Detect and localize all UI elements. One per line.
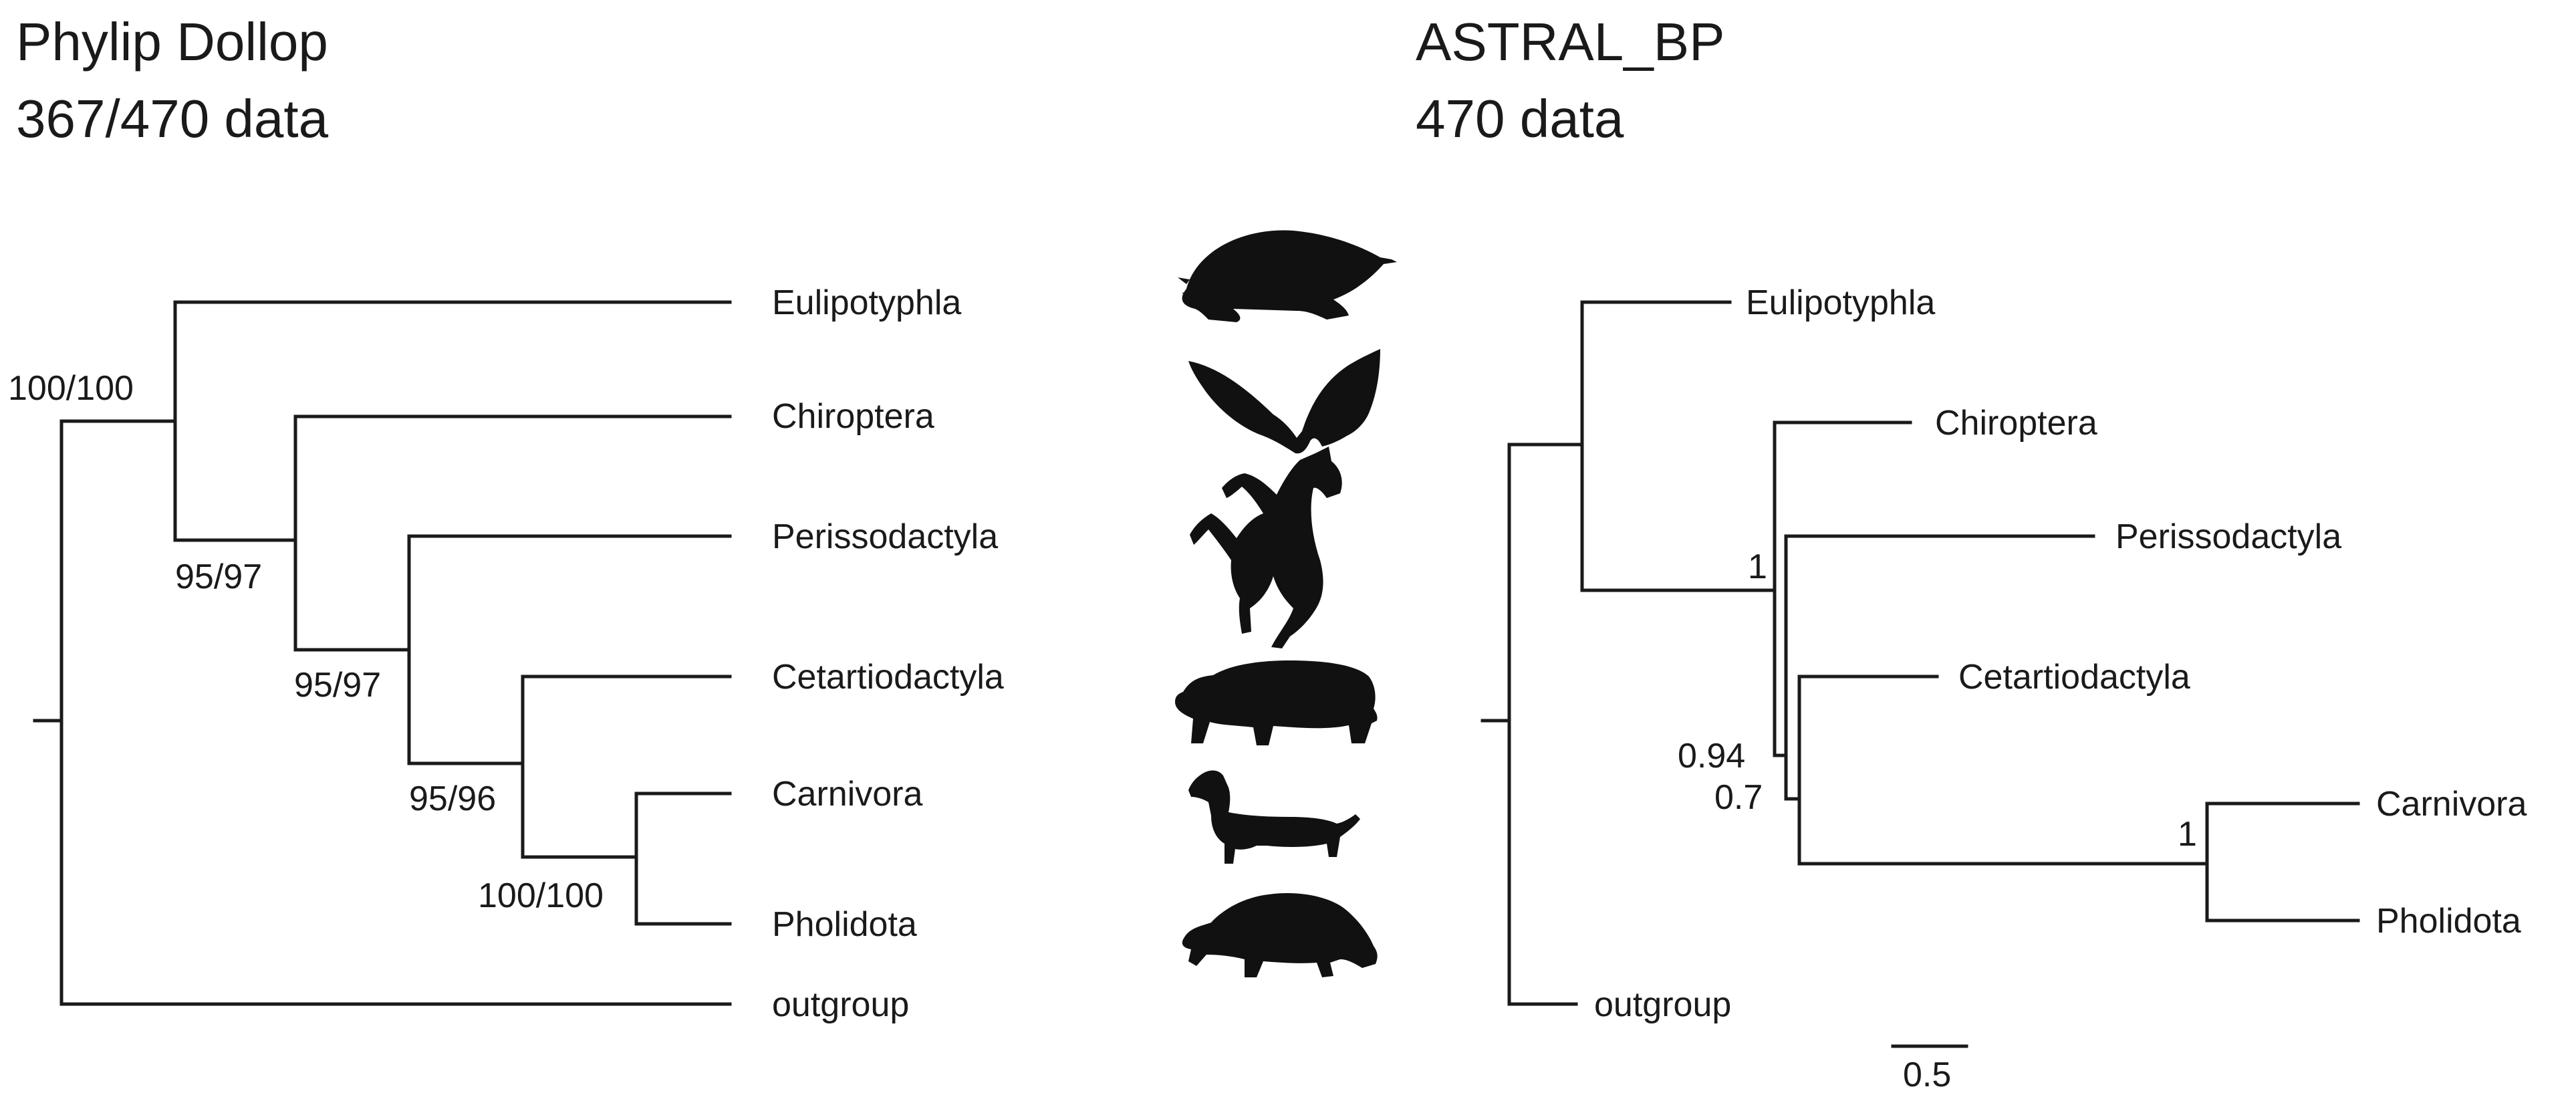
right-taxon-label: Carnivora <box>2376 785 2527 824</box>
left-support-value: 95/97 <box>175 558 262 596</box>
bat-silhouette-icon <box>1188 349 1380 454</box>
right-taxon-label: Chiroptera <box>1935 404 2097 443</box>
left-taxon-label: Carnivora <box>772 775 922 814</box>
right-taxon-label: Perissodactyla <box>2115 517 2341 556</box>
mole-silhouette-icon <box>1178 230 1397 322</box>
left-support-value: 100/100 <box>8 369 134 408</box>
left-taxon-label: Perissodactyla <box>772 517 998 556</box>
horse-silhouette-icon <box>1190 447 1342 648</box>
left-taxon-label: Pholidota <box>772 905 917 944</box>
pig-silhouette-icon <box>1175 660 1378 745</box>
left-support-value: 95/96 <box>409 779 496 818</box>
left-tree-subtitle: 367/470 data <box>16 89 329 148</box>
right-tree <box>1480 300 2360 1006</box>
left-support-value: 95/97 <box>294 666 381 705</box>
right-taxon-label: outgroup <box>1594 985 1731 1024</box>
right-taxon-label: Eulipotyphla <box>1746 283 1935 322</box>
right-support-value: 1 <box>1748 547 1767 586</box>
right-support-value: 0.7 <box>1714 778 1763 817</box>
right-tree-subtitle: 470 data <box>1416 89 1624 148</box>
left-support-value: 100/100 <box>478 876 604 915</box>
right-taxon-label: Pholidota <box>2376 902 2521 941</box>
right-tree-title: ASTRAL_BP <box>1416 12 1724 72</box>
right-taxon-label: Cetartiodactyla <box>1958 658 2190 697</box>
left-taxon-label: Chiroptera <box>772 397 934 436</box>
right-support-value: 1 <box>2178 815 2197 854</box>
right-support-value: 0.94 <box>1678 737 1745 775</box>
left-taxon-label: Eulipotyphla <box>772 283 961 322</box>
left-tree-title: Phylip Dollop <box>16 12 328 72</box>
dachshund-silhouette-icon <box>1188 770 1360 864</box>
left-taxon-label: Cetartiodactyla <box>772 658 1004 697</box>
pangolin-silhouette-icon <box>1182 893 1378 977</box>
left-tree <box>33 300 732 1006</box>
scale-bar-label: 0.5 <box>1903 1056 1951 1094</box>
left-taxon-label: outgroup <box>772 985 909 1024</box>
